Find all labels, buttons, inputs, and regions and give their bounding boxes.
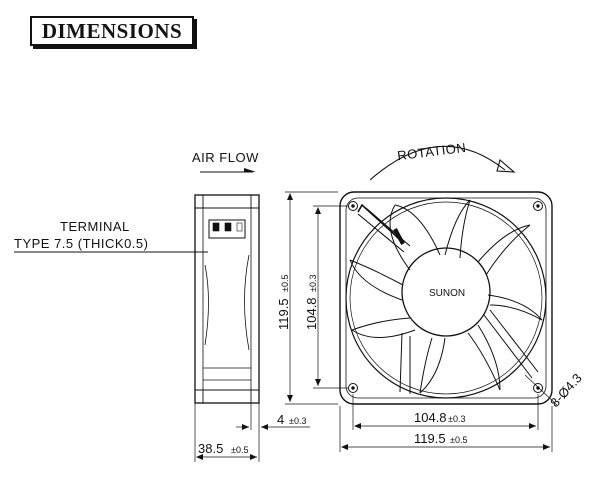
frame-width-tol: ±0.5 [450, 435, 467, 445]
hole-width-tol: ±0.3 [448, 414, 465, 424]
air-flow-indicator: AIR FLOW [192, 150, 259, 173]
terminal-pin [224, 222, 232, 232]
flange-tol: ±0.3 [289, 416, 306, 426]
rotation-label: ROTATION [396, 140, 467, 163]
depth-tol: ±0.5 [231, 445, 248, 455]
terminal-label-line1: TERMINAL [60, 219, 130, 234]
terminal-label-line2: TYPE 7.5 (THICK0.5) [14, 236, 148, 251]
side-view [194, 194, 260, 404]
rotation-indicator: ROTATION [369, 140, 516, 181]
side-height-value: 119.5 [276, 298, 291, 330]
terminal-pin [212, 222, 220, 232]
depth-value: 38.5 [198, 441, 223, 456]
air-flow-arrow-icon [244, 168, 256, 172]
front-view [339, 191, 553, 405]
frame-height-dimension: 119.5 ±0.5 [276, 191, 338, 405]
hole-height-value: 104.8 [304, 297, 319, 330]
rotation-arrow-icon [496, 159, 516, 173]
rotation-arc [369, 145, 506, 181]
frame-width-value: 119.5 [414, 431, 446, 446]
mounting-hole [348, 201, 358, 211]
frame-width-dimension: 119.5 ±0.5 [339, 406, 553, 452]
mounting-hole [533, 383, 543, 393]
hole-width-value: 104.8 [414, 410, 447, 425]
hole-height-dimension: 104.8 ±0.3 [304, 205, 348, 389]
hole-width-dimension: 104.8 ±0.3 [352, 394, 539, 430]
side-height-tol: ±0.5 [280, 275, 290, 292]
flange-dimension: 4 ±0.3 [236, 403, 310, 430]
holes-value: 8-Ø4.3 [547, 370, 585, 410]
brand-label: SUNON [429, 288, 465, 299]
depth-dimension: 38.5 ±0.5 [194, 403, 260, 462]
mounting-hole [348, 383, 358, 393]
fan-hub [401, 247, 491, 337]
flange-value: 4 [277, 412, 284, 427]
fan-blades [349, 199, 543, 394]
terminal-callout: TERMINAL TYPE 7.5 (THICK0.5) [14, 219, 208, 253]
air-flow-label: AIR FLOW [192, 150, 259, 165]
page-title: DIMENSIONS [30, 16, 194, 46]
hole-height-tol: ±0.3 [308, 275, 318, 292]
mounting-hole [533, 201, 543, 211]
